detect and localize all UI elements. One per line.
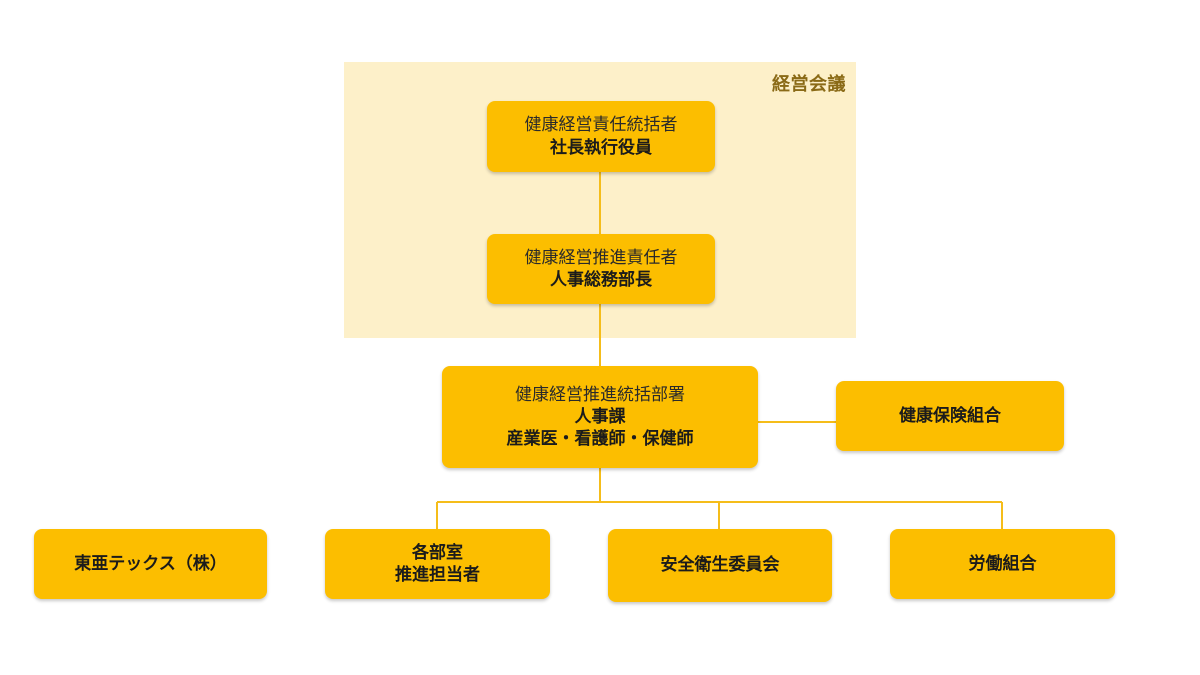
node-name-label: 社長執行役員 — [550, 137, 652, 158]
node-safety-committee: 安全衛生委員会 — [608, 529, 832, 602]
node-name-label: 健康保険組合 — [899, 405, 1001, 426]
group-label: 経営会議 — [772, 74, 846, 95]
node-role-label: 健康経営推進責任者 — [524, 247, 678, 268]
node-hq-department: 健康経営推進統括部署 人事課 産業医・看護師・保健師 — [442, 366, 758, 468]
node-line2-label: 推進担当者 — [395, 565, 480, 585]
node-chief-officer: 健康経営責任統括者 社長執行役員 — [487, 101, 715, 172]
node-dept-promoters: 各部室 推進担当者 — [325, 529, 550, 599]
node-name-label: 人事総務部長 — [550, 270, 652, 290]
node-toa-tex: 東亜テックス（株） — [34, 529, 267, 599]
node-promotion-manager: 健康経営推進責任者 人事総務部長 — [487, 234, 715, 304]
node-role-label: 健康経営責任統括者 — [524, 115, 678, 136]
node-name-label: 労働組合 — [968, 553, 1037, 574]
node-health-insurance: 健康保険組合 — [836, 381, 1064, 451]
node-name-label: 人事課 — [574, 406, 626, 427]
node-staff-label: 産業医・看護師・保健師 — [506, 429, 694, 450]
node-role-label: 健康経営推進統括部署 — [515, 384, 685, 405]
node-name-label: 安全衛生委員会 — [660, 555, 780, 576]
node-name-label: 東亜テックス（株） — [74, 553, 227, 574]
node-line1-label: 各部室 — [412, 542, 463, 563]
node-labor-union: 労働組合 — [890, 529, 1115, 599]
